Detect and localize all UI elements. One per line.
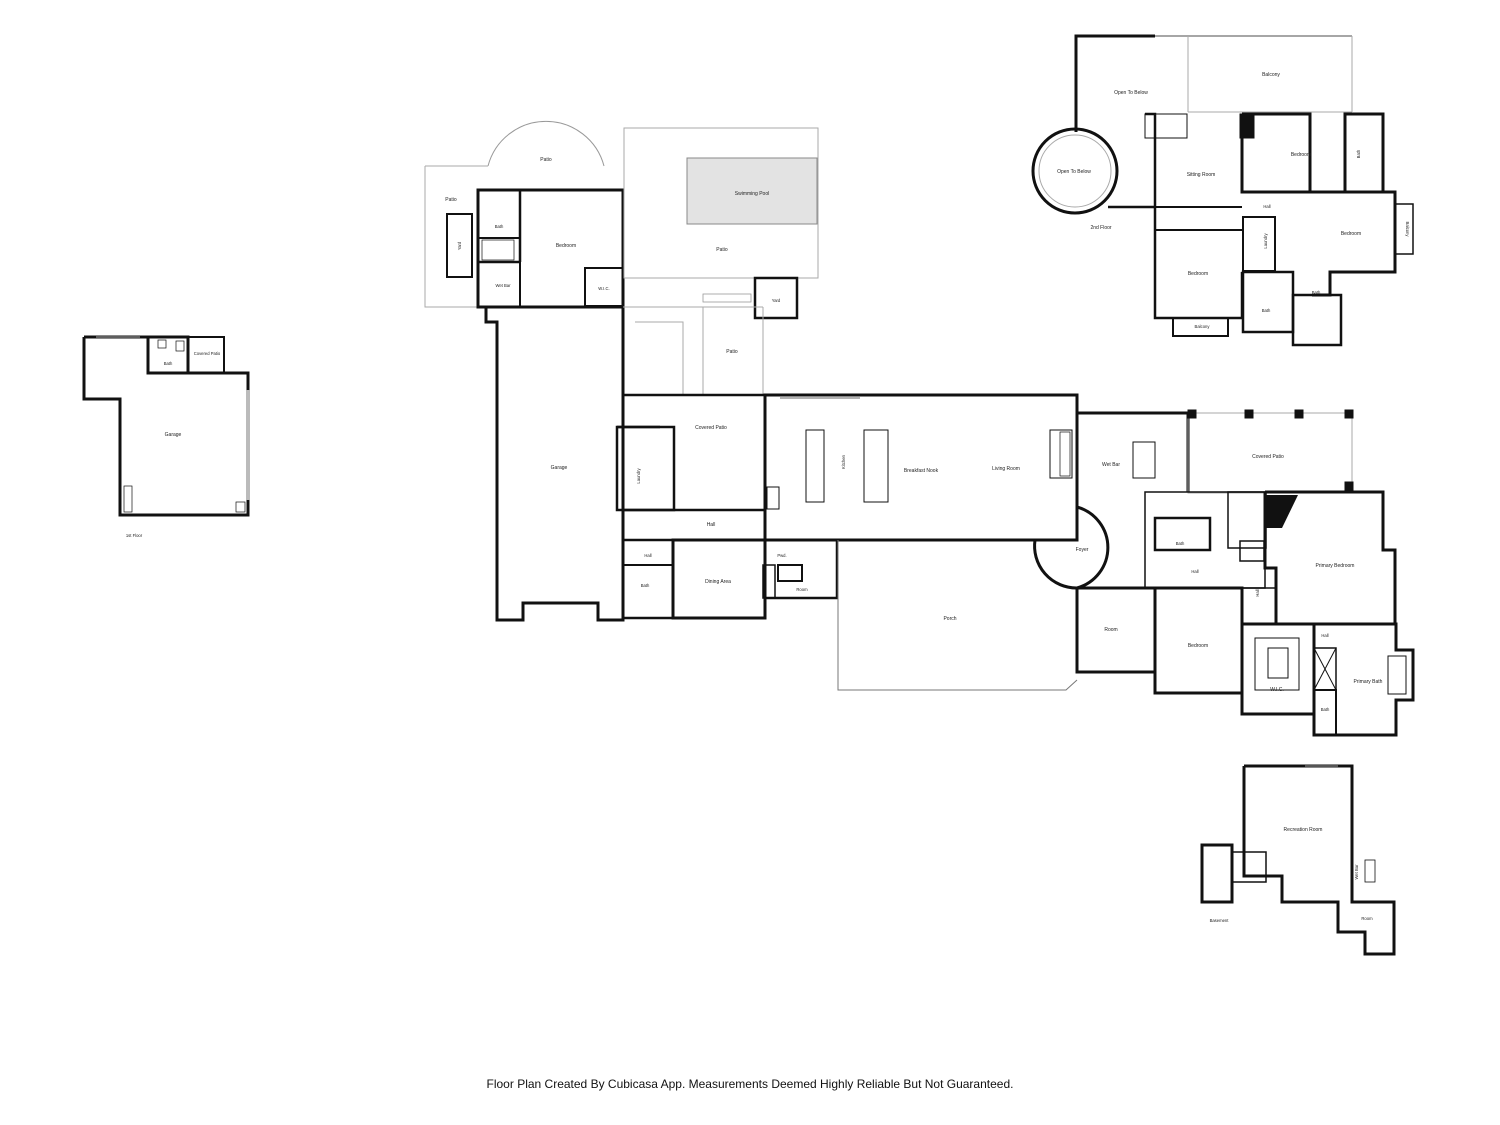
label-kitchen: Kitchen xyxy=(841,454,846,469)
label-wic-primary: W.I.C. xyxy=(1270,687,1284,693)
label-sitting-room: Sitting Room xyxy=(1187,172,1216,178)
label-yard-left: Yard xyxy=(457,241,462,250)
label-balcony-bottom: Balcony xyxy=(1195,324,1211,329)
label-garage-main: Garage xyxy=(551,465,568,471)
label-recreation-room: Recreation Room xyxy=(1284,827,1323,833)
label-detached-bath: Bath xyxy=(164,361,173,366)
label-room-small: Room xyxy=(796,587,808,592)
label-dining-area: Dining Area xyxy=(705,579,731,585)
basement xyxy=(1200,764,1396,956)
label-bath-2-top: Bath xyxy=(1356,149,1361,158)
label-swimming-pool: Swimming Pool xyxy=(735,191,769,197)
second-floor xyxy=(1031,34,1414,347)
label-open-to-below-circle: Open To Below xyxy=(1057,169,1091,175)
label-primary-bedroom: Primary Bedroom xyxy=(1316,563,1355,569)
label-room-right: Room xyxy=(1104,627,1117,633)
label-patio-left: Patio xyxy=(445,197,457,203)
label-hall-left: Hall xyxy=(644,553,651,558)
label-patio-top: Patio xyxy=(540,157,552,163)
label-guest-bath: Bath xyxy=(495,224,504,229)
label-patio-pool: Patio xyxy=(716,247,728,253)
label-wet-bar-main: Wet Bar xyxy=(1102,462,1120,468)
label-covered-patio-right: Covered Patio xyxy=(1252,454,1284,460)
room-labels: Garage Bath Covered Patio 1st Floor Pati… xyxy=(126,72,1410,923)
label-foyer: Foyer xyxy=(1076,547,1089,553)
label-second-floor: 2nd Floor xyxy=(1090,225,1111,231)
label-laundry-main: Laundry xyxy=(636,468,641,484)
main-house xyxy=(484,293,1415,737)
label-room-basement: Room xyxy=(1361,916,1373,921)
label-hall-2: Hall xyxy=(1263,204,1270,209)
label-hall-center: Hall xyxy=(1191,569,1198,574)
footer-disclaimer: Floor Plan Created By Cubicasa App. Meas… xyxy=(486,1077,1014,1091)
label-first-floor: 1st Floor xyxy=(126,533,143,538)
label-wic-guest: W.I.C. xyxy=(598,286,609,291)
label-detached-garage: Garage xyxy=(165,432,182,438)
label-porch: Porch xyxy=(943,616,956,622)
label-covered-patio-mid: Covered Patio xyxy=(695,425,727,431)
label-bath-center: Bath xyxy=(1176,541,1185,546)
guest-wing xyxy=(424,120,819,320)
label-primary-bath: Primary Bath xyxy=(1354,679,1383,685)
label-balcony-right: Balcony xyxy=(1405,222,1410,238)
label-wet-bar-guest: Wet Bar xyxy=(495,283,511,288)
label-laundry-2: Laundry xyxy=(1263,233,1268,249)
label-bedroom-2-right: Bedroom xyxy=(1341,231,1361,237)
label-pwd: Pwd. xyxy=(777,553,786,558)
label-bedroom-right: Bedroom xyxy=(1188,643,1208,649)
label-hall-primary: Hall xyxy=(1321,633,1328,638)
label-bath-2-b: Bath xyxy=(1312,290,1321,295)
label-open-to-below-top: Open To Below xyxy=(1114,90,1148,96)
label-detached-covered-patio: Covered Patio xyxy=(194,351,221,356)
label-bath-left: Bath xyxy=(641,583,650,588)
label-breakfast-nook: Breakfast Nook xyxy=(904,468,939,474)
label-balcony-top: Balcony xyxy=(1262,72,1280,78)
label-basement: Basement xyxy=(1210,918,1230,923)
label-yard-right: Yard xyxy=(772,298,781,303)
label-hall-vertical: Hall xyxy=(1255,589,1260,596)
detached-garage-building xyxy=(82,335,250,517)
label-wet-bar-basement: Wet Bar xyxy=(1354,864,1359,880)
label-bedroom-2-left: Bedroom xyxy=(1188,271,1208,277)
label-bath-2-a: Bath xyxy=(1262,308,1271,313)
label-patio-mid: Patio xyxy=(726,349,738,355)
label-bath-primary-small: Bath xyxy=(1321,707,1330,712)
label-bedroom-2-top: Bedroom xyxy=(1291,152,1311,158)
label-guest-bedroom: Bedroom xyxy=(556,243,576,249)
label-living-room: Living Room xyxy=(992,466,1020,472)
label-hall-main: Hall xyxy=(707,522,716,528)
